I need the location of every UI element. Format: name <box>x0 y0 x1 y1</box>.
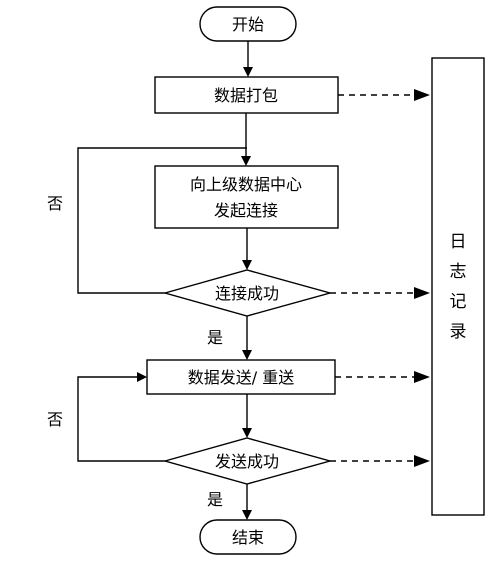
log-record-box <box>431 57 485 516</box>
send-yes-label: 是 <box>207 490 223 509</box>
end-terminal <box>199 519 297 555</box>
arrow-start-to-pack <box>243 41 253 77</box>
send-data-box <box>146 359 336 395</box>
log-char-3: 记 <box>450 292 467 312</box>
arrow-send-to-decision <box>242 394 252 438</box>
connect-label-line2: 发起连接 <box>214 201 278 220</box>
arrow-pack-to-connect <box>241 113 251 166</box>
connect-box <box>154 165 339 229</box>
connect-success-label: 连接成功 <box>215 284 279 303</box>
log-char-1: 日 <box>450 232 467 252</box>
connect-label-line1: 向上级数据中心 <box>190 175 302 194</box>
arrow-send-yes-to-end <box>242 484 252 520</box>
loop-send-retry <box>77 372 165 462</box>
log-arrow-send <box>335 371 430 383</box>
pack-data-label: 数据打包 <box>214 86 278 105</box>
send-no-label: 否 <box>47 410 63 429</box>
arrow-connect-to-decision <box>242 228 252 270</box>
log-char-4: 录 <box>450 322 467 342</box>
loop-connect-retry <box>77 147 247 294</box>
log-arrow-connect <box>330 287 430 299</box>
log-arrow-pack <box>338 89 430 101</box>
send-data-label: 数据发送/ 重送 <box>188 368 294 387</box>
send-success-label: 发送成功 <box>215 452 279 471</box>
end-label: 结束 <box>232 528 264 547</box>
log-arrow-send-check <box>330 455 430 467</box>
connect-yes-label: 是 <box>207 328 223 347</box>
start-label: 开始 <box>232 15 264 34</box>
connect-no-label: 否 <box>47 194 63 213</box>
log-char-2: 志 <box>450 262 467 282</box>
arrow-connect-yes-to-send <box>242 316 252 360</box>
pack-data-box <box>154 76 339 114</box>
